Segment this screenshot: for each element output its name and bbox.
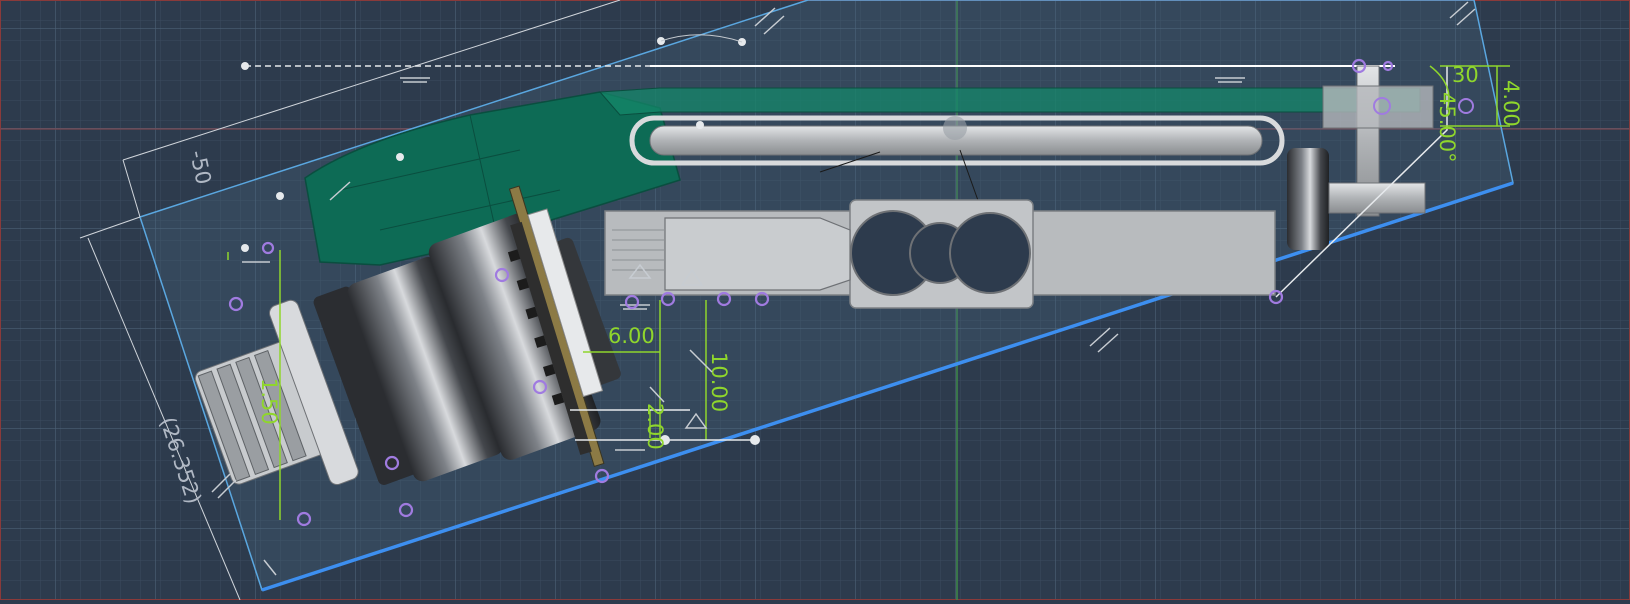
dimension-6[interactable]: 6.00 bbox=[608, 324, 655, 348]
dimension-10[interactable]: 10.00 bbox=[707, 352, 731, 412]
dimension-4[interactable]: 4.00 bbox=[1499, 80, 1523, 127]
width-dimension-line bbox=[87, 237, 241, 601]
dimension-30[interactable]: 30 bbox=[1452, 63, 1479, 87]
dimension-2[interactable]: 2.00 bbox=[643, 403, 667, 450]
green-body[interactable] bbox=[304, 91, 681, 266]
offset-dimension-line bbox=[122, 0, 621, 161]
sketch-points[interactable] bbox=[228, 58, 1394, 527]
constraint-glyphs bbox=[211, 1, 1476, 576]
selected-edge[interactable] bbox=[261, 181, 1514, 592]
sketch-dimensions bbox=[227, 65, 1510, 520]
clamp-post[interactable] bbox=[1287, 148, 1329, 250]
hole-right bbox=[949, 212, 1031, 294]
knob-assembly[interactable] bbox=[181, 298, 361, 518]
green-arm[interactable] bbox=[598, 87, 1421, 116]
dimension-1-5[interactable]: 1.50 bbox=[257, 378, 281, 425]
pcb-board[interactable] bbox=[490, 180, 623, 472]
dimension-45[interactable]: 45.00° bbox=[1435, 92, 1459, 163]
